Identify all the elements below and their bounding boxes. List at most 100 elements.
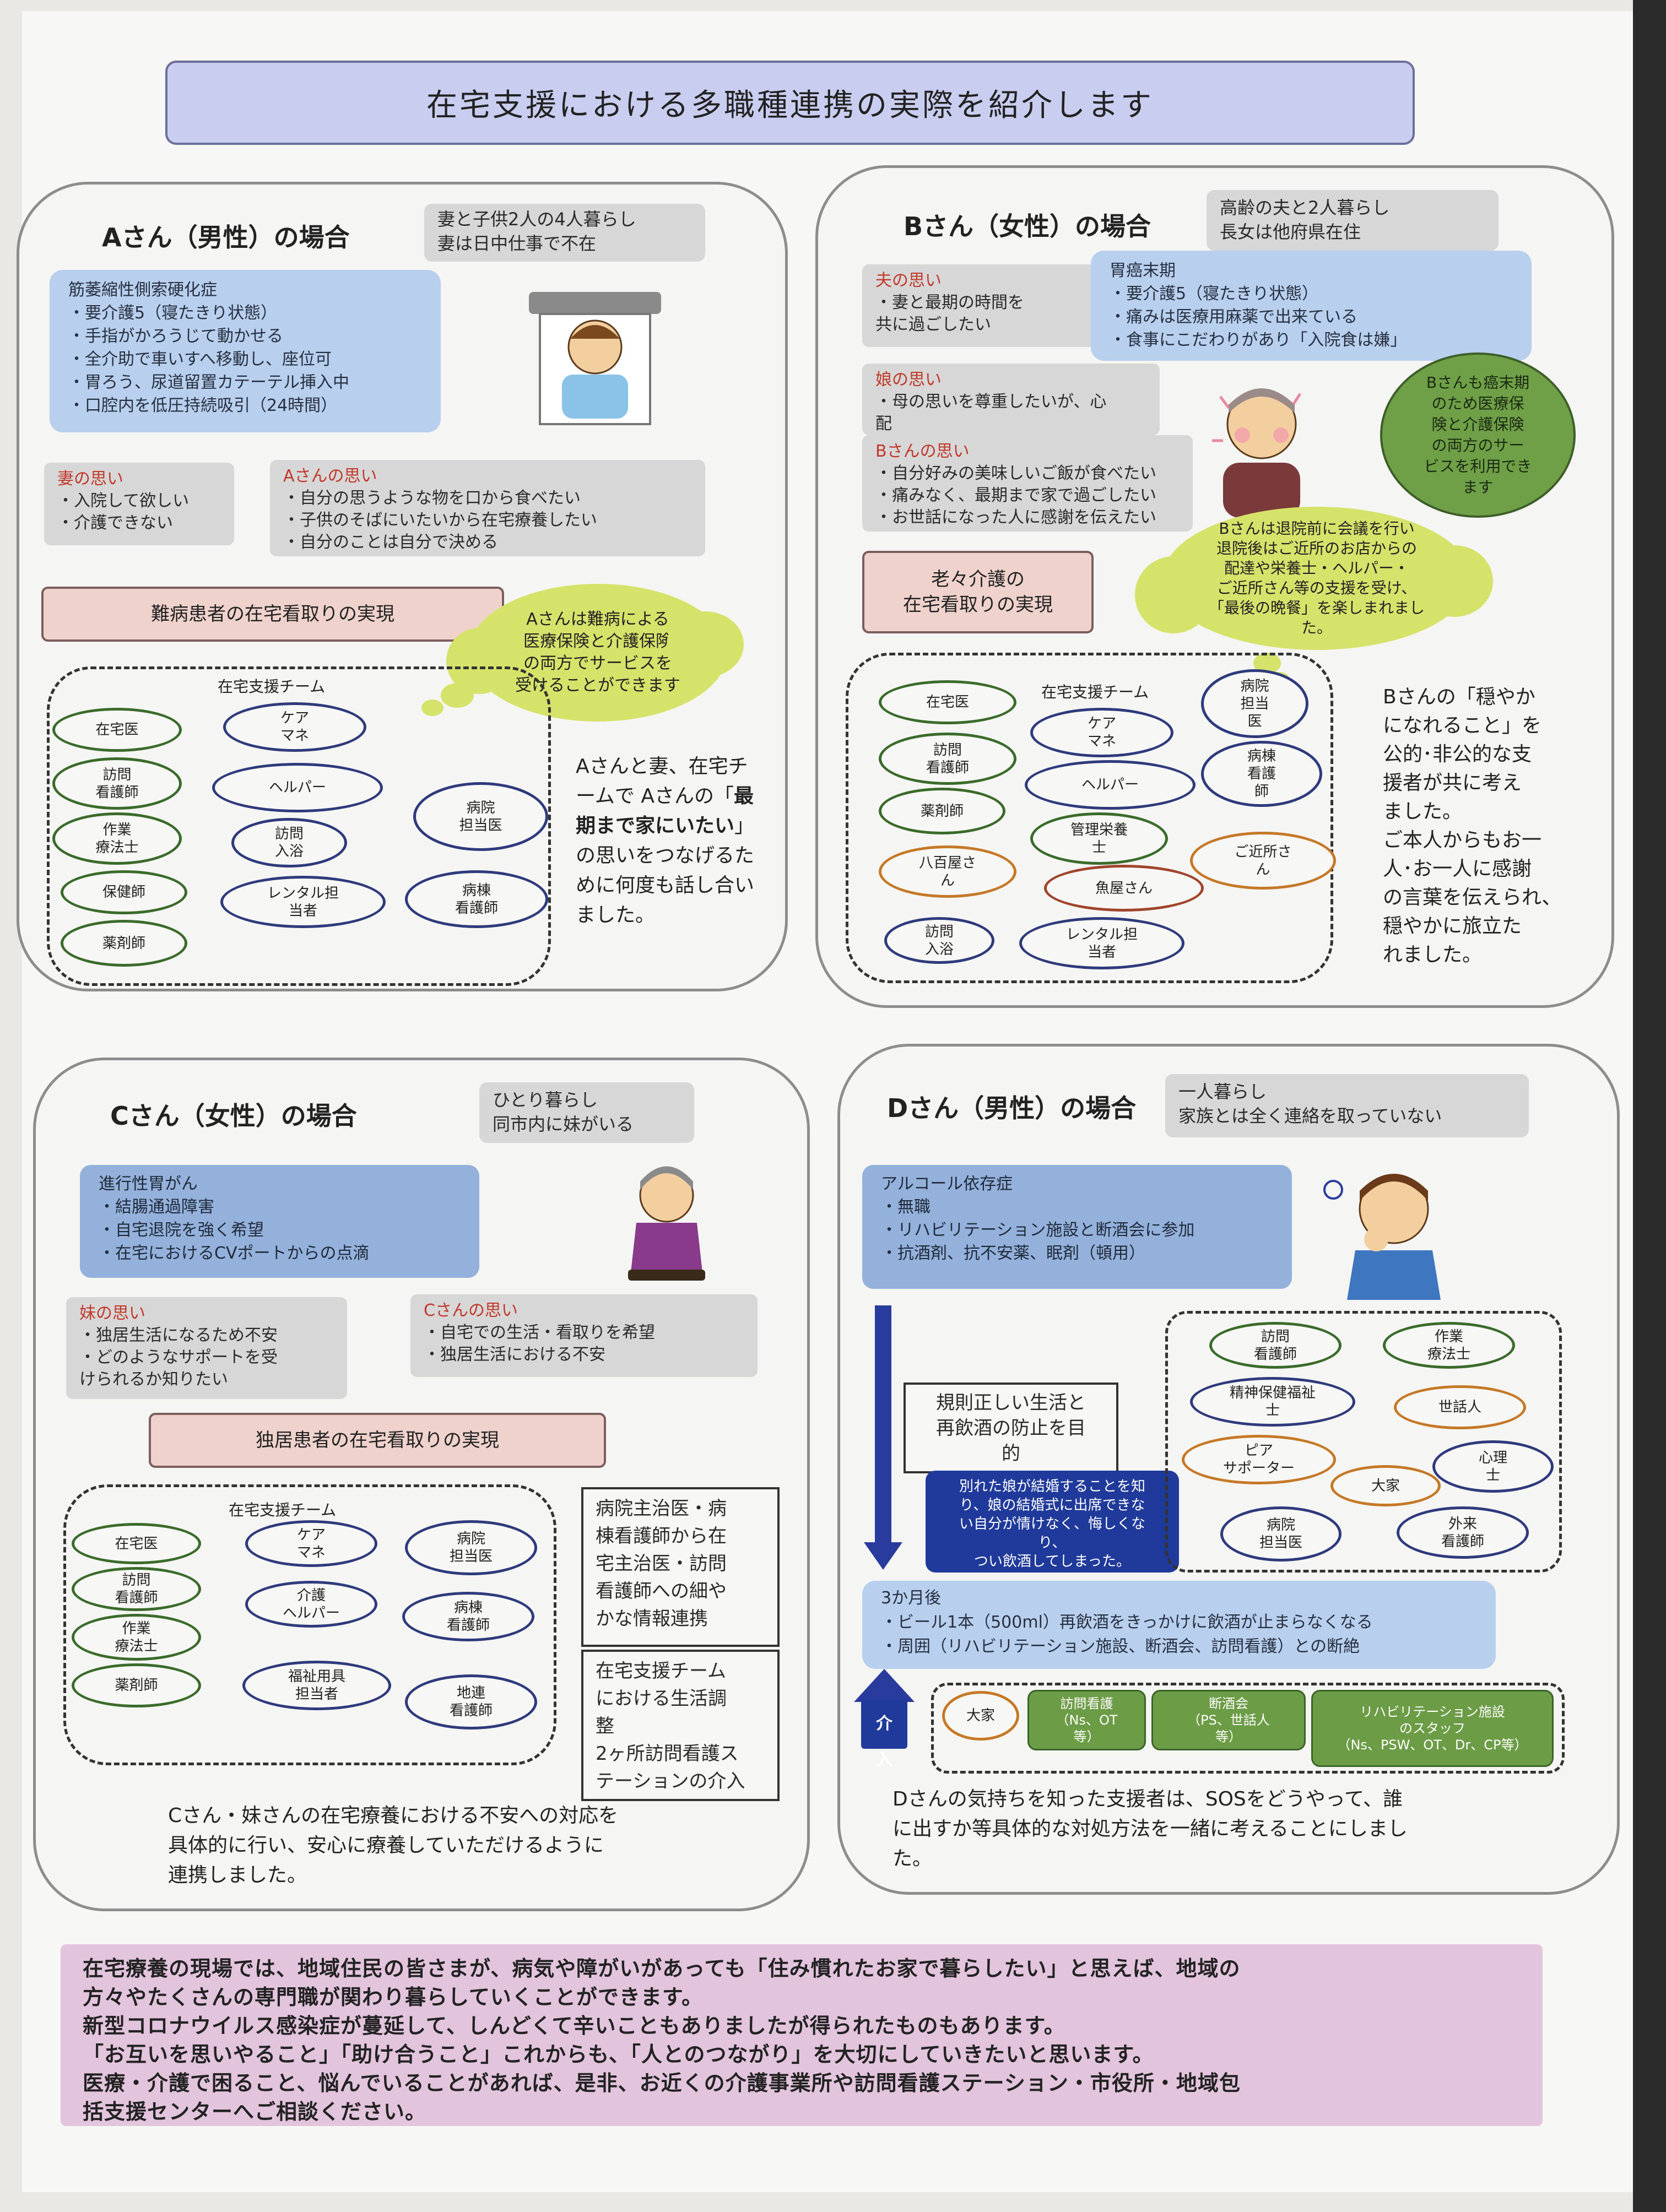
team-member: 福祉用具 担当者 (242, 1661, 391, 1710)
team-member: 在宅医 (72, 1523, 201, 1564)
team-member: 作業 療法士 (72, 1614, 201, 1661)
team-member: 地連 看護師 (405, 1674, 537, 1730)
elderly-woman-illustration (1212, 388, 1302, 518)
team-member: ケア マネ (223, 702, 366, 752)
team-member: レンタル担 当者 (1019, 917, 1184, 969)
case-c-title: Cさん（女性）の場合 (110, 1101, 357, 1131)
case-d-relapse-note: 別れた娘が結婚することを知 り、娘の結婚式に出席できな い自分が情けなく、悔しく… (926, 1471, 1179, 1573)
case-d-summary: Dさんの気持ちを知った支援者は、SOSをどうやって、誰 に出すか等具体的な対処方… (892, 1788, 1408, 1870)
team-member: ご近所さ ん (1190, 832, 1336, 890)
poster-title: 在宅支援における多職種連携の実際を紹介します (165, 61, 1415, 145)
case-b-title: Bさん（女性）の場合 (904, 212, 1151, 241)
team-member: 訪問 入浴 (884, 917, 994, 964)
team-member: 魚屋さん (1044, 865, 1204, 912)
case-d-condition: アルコール依存症 ・無職 ・リハビリテーション施設と断酒会に参加 ・抗酒剤、抗不… (862, 1165, 1292, 1289)
team-member: 外来 看護師 (1397, 1506, 1529, 1559)
case-a-team-area (47, 666, 551, 986)
case-c-goal: 独居患者の在宅看取りの実現 (149, 1413, 606, 1468)
case-a-self-thoughts: Aさんの思い ・自分の思うような物を口から食べたい ・子供のそばにいたいから在宅… (270, 460, 705, 556)
background-edge (1633, 0, 1666, 2212)
case-c-info-box: 病院主治医・病 棟看護師から在 宅主治医・訪問 看護師への細や かな情報連携 (581, 1487, 780, 1647)
case-b-insurance-bubble: Bさんも癌末期 のため医療保 険と介護保険 の両方のサー ビスを利用でき ます (1380, 353, 1576, 518)
elderly-woman-kneeling-illustration (628, 1166, 705, 1281)
team-member: 介護 ヘルパー (245, 1581, 377, 1628)
case-c-team-area (63, 1484, 556, 1765)
case-a-team-label: 在宅支援チーム (218, 677, 326, 696)
team-member: 病院 担当医 (405, 1520, 537, 1575)
team-member: ケア マネ (1030, 708, 1173, 757)
case-b-team-area (846, 653, 1333, 983)
team-member: ヘルパー (212, 763, 383, 812)
team-member: 在宅医 (879, 680, 1016, 724)
team-member: 心理 士 (1432, 1440, 1554, 1493)
closing-message: 在宅療養の現場では、地域住民の皆さまが、病気や障がいがあっても「住み慣れたお家で… (61, 1944, 1543, 2126)
team-member: 精神保健福祉 士 (1190, 1377, 1355, 1427)
case-c-self-thoughts: Cさんの思い ・自宅での生活・看取りを希望 ・独居生活における不安 (410, 1294, 758, 1377)
case-a-goal: 難病患者の在宅看取りの実現 (41, 587, 504, 642)
case-a-condition: 筋萎縮性側索硬化症 ・要介護5（寝たきり状態） ・手指がかろうじて動かせる ・全… (50, 270, 441, 432)
team-member: 訪問 看護師 (879, 733, 1016, 785)
team-member: 作業 療法士 (52, 812, 182, 865)
team-member: 大家 (1330, 1465, 1441, 1506)
case-d-after-3-months: 3か月後 ・ビール1本（500ml）再飲酒をきっかけに飲酒が止まらなくなる ・周… (862, 1581, 1496, 1669)
team-member: 薬剤師 (879, 788, 1005, 834)
case-a-wife-thoughts: 妻の思い ・入院して欲しい ・介護できない (44, 463, 234, 545)
case-c-sister-thoughts: 妹の思い ・独居生活になるため不安 ・どのようなサポートを受 けられるか知りたい (66, 1297, 347, 1399)
case-a-title: Aさん（男性）の場合 (102, 223, 350, 252)
intervention-member: 断酒会 （PS、世話人 等） (1151, 1690, 1306, 1750)
team-member: 世話人 (1394, 1385, 1526, 1429)
team-member: ピア サポーター (1182, 1435, 1336, 1484)
case-d-goal: 規則正しい生活と 再飲酒の防止を目 的 (904, 1382, 1118, 1473)
team-member: 作業 療法士 (1383, 1322, 1515, 1369)
case-c-adjust-box: 在宅支援チーム における生活調 整 2ヶ所訪問看護ス テーションの介入 (581, 1650, 780, 1801)
team-member: 病棟 看護師 (402, 1592, 534, 1641)
team-member: 訪問 看護師 (1209, 1322, 1342, 1369)
case-b-daughter-thoughts: 娘の思い ・母の思いを尊重したいが、心 配 (862, 364, 1160, 435)
case-b-team-label: 在宅支援チーム (1041, 683, 1149, 701)
case-c-team-label: 在宅支援チーム (229, 1501, 337, 1519)
case-a-household: 妻と子供2人の4人暮らし 妻は日中仕事で不在 (424, 204, 705, 262)
cloud-puff (421, 700, 443, 716)
case-d-team-area (1165, 1311, 1562, 1573)
team-member: 病棟 看護 師 (1201, 741, 1322, 807)
case-b-summary: Bさんの「穏やか になれること」を 公的･非公的な支 援者が共に考え ました。 … (1383, 686, 1562, 966)
timeline-arrow-head (864, 1542, 902, 1570)
team-member: 病院 担当医 (1220, 1506, 1342, 1562)
case-d-household: 一人暮らし 家族とは全く連絡を取っていない (1165, 1074, 1529, 1137)
intervention-member: 訪問看護 （Ns、OT 等） (1027, 1690, 1146, 1750)
intervention-label: 介入 (861, 1699, 907, 1770)
intervention-member: リハビリテーション施設 のスタッフ （Ns、PSW、OT、Dr、CP等） (1311, 1690, 1554, 1767)
cloud-puff (441, 683, 474, 708)
case-d-title: Dさん（男性）の場合 (887, 1093, 1137, 1123)
intervention-arrow (854, 1669, 915, 1702)
team-member: 大家 (942, 1691, 1019, 1741)
team-member: 在宅医 (52, 708, 182, 752)
case-b-support-cloud: Bさんは退院前に会議を行い 退院後はご近所のお店からの 配達や栄養士・ヘルパー・… (1135, 507, 1493, 650)
timeline-arrow-shaft (875, 1305, 891, 1548)
team-member: 薬剤師 (61, 920, 187, 967)
case-b-condition: 胃癌末期 ・要介護5（寝たきり状態） ・痛みは医療用麻薬で出来ている ・食事にこ… (1091, 251, 1532, 361)
case-a-summary: Aさんと妻、在宅チームで Aさんの「最期まで家にいたい」の思いをつなげるために何… (576, 755, 755, 926)
team-member: 病院 担当 医 (1201, 669, 1308, 738)
team-member: 管理栄養 士 (1030, 812, 1168, 865)
case-d-intervention-area (931, 1683, 1565, 1774)
case-b-household: 高齢の夫と2人暮らし 長女は他府県在住 (1207, 190, 1499, 251)
team-member: 訪問 入浴 (231, 818, 347, 868)
case-b-goal: 老々介護の 在宅看取りの実現 (862, 551, 1094, 633)
team-member: ケア マネ (245, 1520, 377, 1567)
team-member: ヘルパー (1025, 760, 1196, 810)
team-member: 薬剤師 (72, 1663, 201, 1707)
case-b-husband-thoughts: 夫の思い ・妻と最期の時間を 共に過ごしたい (862, 264, 1107, 347)
troubled-man-illustration (1323, 1174, 1441, 1300)
team-member: 病院 担当医 (413, 782, 548, 851)
team-member: 病棟 看護師 (405, 870, 548, 928)
team-member: 八百屋さ ん (879, 845, 1016, 898)
team-member: レンタル担 当者 (220, 876, 386, 928)
team-member: 訪問 看護師 (52, 757, 182, 810)
team-member: 訪問 看護師 (72, 1567, 201, 1611)
case-c-condition: 進行性胃がん ・結腸通過障害 ・自宅退院を強く希望 ・在宅におけるCVポートから… (80, 1165, 479, 1278)
patient-in-bed-illustration (529, 292, 661, 425)
case-b-self-thoughts: Bさんの思い ・自分好みの美味しいご飯が食べたい ・痛みなく、最期まで家で過ごし… (862, 435, 1193, 532)
case-c-household: ひとり暮らし 同市内に妹がいる (479, 1082, 694, 1143)
team-member: 保健師 (61, 870, 187, 914)
